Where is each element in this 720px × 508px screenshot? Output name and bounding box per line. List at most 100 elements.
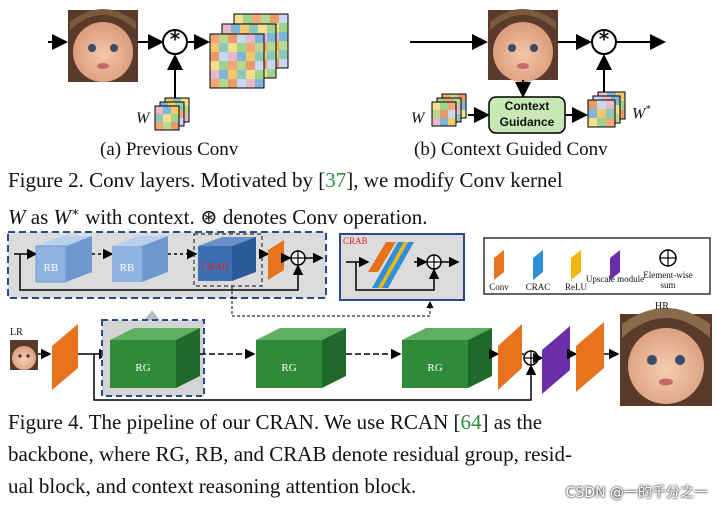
grid-cell xyxy=(448,102,456,110)
grid-cell xyxy=(597,118,606,127)
grid-cell xyxy=(432,110,440,118)
grid-cell xyxy=(255,43,264,52)
w-star-label: W* xyxy=(632,104,651,123)
legend-conv-label: Conv xyxy=(489,282,509,292)
figure-4-diagram xyxy=(7,231,712,406)
hr-output-image xyxy=(620,308,712,406)
figure-4-caption-line-1: Figure 4. The pipeline of our CRAN. We u… xyxy=(8,410,543,434)
grid-cell xyxy=(588,109,597,118)
grid-border xyxy=(587,99,616,128)
figure-4-caption-line-2: backbone, where RG, RB, and CRAB denote … xyxy=(8,442,572,466)
grid-cell xyxy=(606,109,615,118)
grid-border xyxy=(431,101,457,127)
grid-cell xyxy=(255,70,264,79)
legend-crac-label: CRAC xyxy=(525,282,551,292)
figure-4-caption-line-3: ual block, and context reasoning attenti… xyxy=(8,474,417,498)
rb-label-1: RB xyxy=(43,262,59,274)
grid-cell xyxy=(228,52,237,61)
grid-cell xyxy=(279,59,288,68)
w-label-b: W xyxy=(411,110,425,127)
grid-cell xyxy=(237,43,246,52)
grid-cell xyxy=(246,61,255,70)
w-label-a: W xyxy=(136,110,150,127)
rg-block-1 xyxy=(110,328,200,388)
legend-upscale-label: Upscale module xyxy=(585,274,645,284)
conv-layer-rg xyxy=(268,240,284,280)
grid-cell xyxy=(210,52,219,61)
grid-cell xyxy=(440,110,448,118)
grid-cell xyxy=(246,43,255,52)
grid-cell xyxy=(237,52,246,61)
rg-label-1: RG xyxy=(135,362,151,374)
grid-cell xyxy=(237,61,246,70)
grid-cell xyxy=(255,61,264,70)
output-feature-maps-a xyxy=(209,13,289,89)
grid-cell xyxy=(440,118,448,126)
grid-cell xyxy=(267,42,276,51)
grid-cell xyxy=(453,114,461,122)
csdn-watermark: CSDN @一的千分之一 xyxy=(565,485,708,501)
rg-block-2 xyxy=(256,328,346,388)
grid-cell xyxy=(606,100,615,109)
grid-cell xyxy=(279,14,288,23)
citation-64[interactable]: 64 xyxy=(460,410,482,434)
figure-2-caption-line-1: Figure 2. Conv layers. Motivated by [37]… xyxy=(8,168,563,192)
grid-cell xyxy=(448,118,456,126)
grid-cell xyxy=(279,23,288,32)
crab-block-label: CRAB xyxy=(201,262,229,273)
conv-star-symbol-a: * xyxy=(169,27,181,51)
grid-cell xyxy=(219,43,228,52)
grid-cell xyxy=(181,106,189,114)
baby-input-image-b xyxy=(488,9,558,82)
grid-cell xyxy=(458,110,466,118)
grid-cell xyxy=(219,70,228,79)
previous-conv-diagram xyxy=(48,9,289,131)
grid-cell xyxy=(176,102,184,110)
grid-cell xyxy=(261,14,270,23)
grid-cell xyxy=(588,100,597,109)
grid-cell xyxy=(228,70,237,79)
context-guided-conv-diagram xyxy=(410,9,666,134)
grid-cell xyxy=(246,52,255,61)
grid-cell xyxy=(597,100,606,109)
grid-cell xyxy=(228,79,237,88)
grid-cell xyxy=(240,24,249,33)
grid-cell xyxy=(231,24,240,33)
grid-cell xyxy=(258,24,267,33)
grid-cell xyxy=(219,61,228,70)
grid-cell xyxy=(163,106,171,114)
grid-cell xyxy=(155,114,163,122)
grid-cell xyxy=(458,102,466,110)
grid-cell xyxy=(453,98,461,106)
legend-crac-swatch xyxy=(533,250,543,280)
grid-cell xyxy=(267,24,276,33)
citation-37[interactable]: 37 xyxy=(325,168,347,192)
grid-cell xyxy=(246,70,255,79)
grid-cell xyxy=(448,110,456,118)
lr-input-image xyxy=(10,340,38,370)
grid-cell xyxy=(234,14,243,23)
grid-cell xyxy=(181,114,189,122)
legend-panel xyxy=(483,237,711,295)
rb-label-2: RB xyxy=(119,262,135,274)
grid-cell xyxy=(255,52,264,61)
grid-cell xyxy=(267,51,276,60)
grid-cell xyxy=(432,102,440,110)
grid-cell xyxy=(171,114,179,122)
grid-cell xyxy=(219,79,228,88)
grid-cell xyxy=(228,61,237,70)
conv-tail xyxy=(498,324,522,390)
grid-cell xyxy=(588,118,597,127)
grid-border xyxy=(209,33,265,89)
grid-cell xyxy=(155,122,163,130)
rb-block-1 xyxy=(35,236,92,283)
grid-cell xyxy=(249,24,258,33)
grid-cell xyxy=(267,60,276,69)
conv-head xyxy=(52,324,78,390)
grid-cell xyxy=(210,70,219,79)
residual-group-panel xyxy=(7,231,327,299)
kernel-w-b xyxy=(431,93,467,127)
rg-block-3 xyxy=(402,328,492,388)
figure-2-diagram xyxy=(48,9,666,134)
hr-label: HR xyxy=(655,301,669,312)
